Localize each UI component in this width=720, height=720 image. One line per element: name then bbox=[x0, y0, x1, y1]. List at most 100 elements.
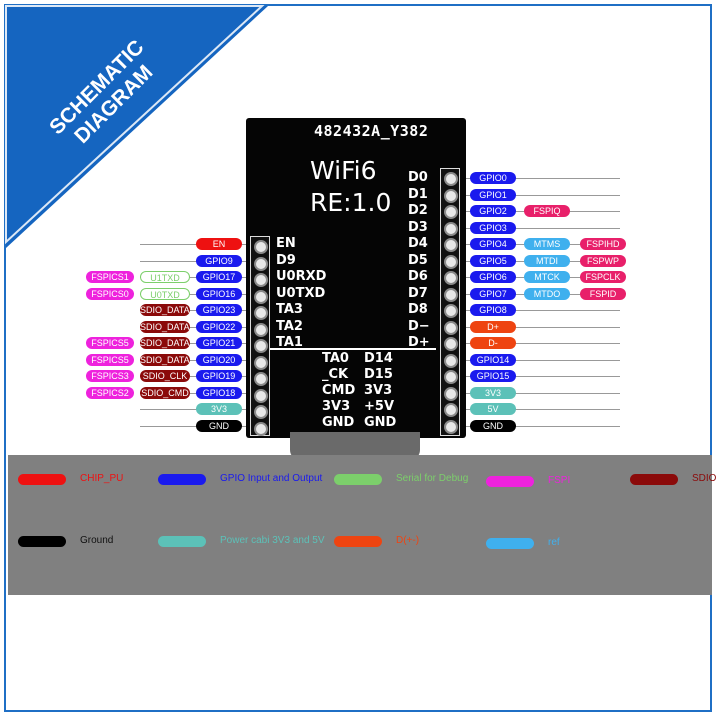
left-pin-label: SDIO_CMD bbox=[140, 386, 190, 399]
left-pin-label: GPIO21 bbox=[196, 337, 242, 349]
right-pin-label: FSPCLK bbox=[580, 271, 626, 283]
left-silk-label: D9 bbox=[276, 252, 296, 268]
board-part-number: 482432A_Y382 bbox=[314, 122, 429, 140]
pin-hole bbox=[444, 205, 458, 219]
pin-hole bbox=[444, 287, 458, 302]
left-pin-label: GPIO18 bbox=[196, 386, 242, 399]
right-pin-label: MTMS bbox=[524, 238, 570, 250]
left-pin-label: SDIO_DATA1 bbox=[140, 337, 190, 349]
legend-label: Power cabi 3V3 and 5V bbox=[220, 535, 325, 546]
left-pin-label: SDIO_DATA3 bbox=[140, 304, 190, 316]
dev-board: 482432A_Y382 WiFi6 RE:1.0 bbox=[246, 118, 466, 438]
left-pin-label: SDIO_DATA0 bbox=[140, 353, 190, 366]
pin-hole bbox=[254, 306, 268, 320]
connector-line bbox=[460, 326, 620, 328]
left-pin-label: SDIO_DATA2 bbox=[140, 320, 190, 333]
left-silk-label: EN bbox=[276, 236, 296, 251]
bottom-silk-divider bbox=[270, 348, 436, 350]
right-silk-label: D2 bbox=[408, 203, 428, 218]
right-pin-label: MTCK bbox=[524, 271, 570, 283]
connector-line bbox=[460, 376, 620, 377]
right-silk-label: D+ bbox=[408, 335, 430, 350]
bottom-silk-left: TA0 bbox=[322, 351, 349, 366]
left-pin-label: EN bbox=[196, 238, 242, 250]
legend-label: ref bbox=[548, 537, 560, 548]
left-pin-label: FSPICS3 bbox=[86, 370, 134, 382]
bottom-silk-right: +5V bbox=[364, 399, 394, 414]
left-pin-label: GPIO22 bbox=[196, 320, 242, 333]
left-pin-label: GND bbox=[196, 419, 242, 432]
pin-hole bbox=[254, 273, 268, 287]
left-pin-label: FSPICS1 bbox=[86, 271, 134, 283]
right-pin-label: GPIO3 bbox=[470, 221, 516, 234]
legend-swatch bbox=[18, 474, 66, 485]
pin-hole bbox=[444, 254, 458, 269]
left-silk-label: TA2 bbox=[276, 318, 303, 334]
pin-hole bbox=[254, 240, 268, 254]
pin-hole bbox=[254, 421, 268, 436]
left-pin-label: FSPICS5 bbox=[86, 337, 134, 349]
connector-line bbox=[460, 310, 620, 311]
pin-hole bbox=[254, 256, 268, 271]
right-pin-label: GPIO7 bbox=[470, 287, 516, 300]
right-pin-label: 5V bbox=[470, 403, 516, 415]
right-silk-label: D5 bbox=[408, 252, 428, 268]
legend-label: Serial for Debug bbox=[396, 473, 469, 484]
left-pin-label: GPIO9 bbox=[196, 254, 242, 267]
connector-line bbox=[460, 194, 620, 196]
right-pin-header bbox=[440, 168, 460, 436]
right-silk-label: D8 bbox=[408, 302, 428, 317]
left-silk-label: U0TXD bbox=[276, 285, 326, 301]
legend-label: SDIO bbox=[692, 473, 717, 484]
left-pin-label: GPIO23 bbox=[196, 304, 242, 316]
right-silk-label: D3 bbox=[408, 219, 428, 235]
left-pin-label: GPIO17 bbox=[196, 271, 242, 283]
right-pin-label: GPIO14 bbox=[470, 353, 516, 366]
right-pin-label: GPIO2 bbox=[470, 205, 516, 217]
pin-hole bbox=[444, 370, 458, 384]
right-silk-label: D− bbox=[408, 318, 430, 334]
right-pin-label: D- bbox=[470, 337, 516, 349]
schematic-ribbon bbox=[5, 5, 268, 248]
bottom-silk-right: D15 bbox=[364, 367, 393, 382]
bottom-silk-right: 3V3 bbox=[364, 383, 393, 398]
pin-hole bbox=[254, 339, 268, 353]
left-pin-label: U1TXD bbox=[140, 271, 190, 283]
right-pin-label: GPIO4 bbox=[470, 238, 516, 250]
right-silk-label: D0 bbox=[408, 170, 428, 185]
connector-line bbox=[460, 227, 620, 229]
legend-swatch bbox=[630, 474, 678, 485]
pin-hole bbox=[444, 271, 458, 285]
legend-swatch bbox=[334, 536, 382, 547]
connector-line bbox=[460, 359, 620, 361]
right-silk-label: D1 bbox=[408, 186, 428, 202]
left-silk-label: U0RXD bbox=[276, 269, 327, 284]
pin-hole bbox=[444, 188, 458, 203]
legend-swatch bbox=[486, 476, 534, 487]
pin-hole bbox=[444, 337, 458, 351]
pin-hole bbox=[444, 172, 458, 186]
right-pin-label: GPIO1 bbox=[470, 188, 516, 201]
pin-hole bbox=[444, 221, 458, 236]
bottom-silk-right: D14 bbox=[364, 351, 393, 366]
legend-swatch bbox=[486, 538, 534, 549]
right-silk-label: D6 bbox=[408, 269, 428, 284]
left-pin-label: U0TXD bbox=[140, 287, 190, 300]
right-pin-label: D+ bbox=[470, 320, 516, 333]
legend-label: CHIP_PU bbox=[80, 473, 124, 484]
right-pin-label: GPIO0 bbox=[470, 172, 516, 184]
right-pin-label: GPIO8 bbox=[470, 304, 516, 316]
right-pin-label: MTDI bbox=[524, 254, 570, 267]
left-pin-label: GPIO16 bbox=[196, 287, 242, 300]
pin-hole bbox=[254, 405, 268, 419]
diagram-frame bbox=[4, 4, 712, 712]
left-pin-label: 3V3 bbox=[196, 403, 242, 415]
board-model: WiFi6 bbox=[310, 156, 377, 185]
right-pin-label: 3V3 bbox=[470, 386, 516, 399]
left-pin-label: SDIO_CLK bbox=[140, 370, 190, 382]
left-pin-label: GPIO20 bbox=[196, 353, 242, 366]
legend-label: GPIO Input and Output bbox=[220, 473, 323, 484]
right-pin-label: MTDO bbox=[524, 287, 570, 300]
pin-hole bbox=[254, 289, 268, 304]
left-silk-label: TA3 bbox=[276, 302, 303, 317]
